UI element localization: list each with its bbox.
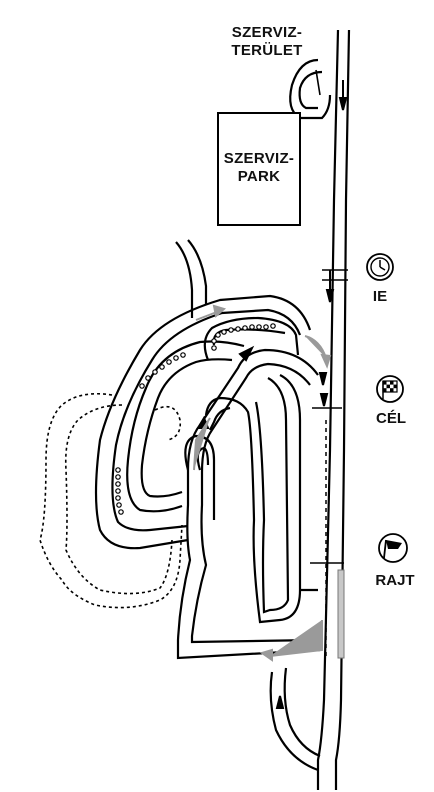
pit-hairpin [184,434,216,520]
dashed-inner-route [64,404,173,595]
flag-icon [378,533,408,563]
clock-icon [366,253,394,281]
time-control-label: IE [372,288,388,305]
service-park-label-line2: PARK [237,168,281,185]
inner-hairpin [126,340,245,513]
main-road [316,29,351,790]
barrier-ticks [310,69,348,564]
infield-loop [176,348,321,660]
service-park-label-line1: SZERVIZ- [223,150,295,167]
service-park-label: SZERVIZ- PARK [218,150,300,186]
entry-road [175,239,208,318]
service-area-label-line2: TERÜLET [231,42,303,59]
service-area-label: SZERVIZ- TERÜLET [226,24,308,60]
dashed-cross-route [154,405,182,441]
direction-arrows-black [196,80,348,709]
finish-label: CÉL [376,410,406,427]
infield-inner [204,374,302,624]
start-label: RAJT [375,572,415,589]
service-park-building [217,112,301,226]
service-area-loop [289,58,332,120]
tyre-barriers [115,323,276,515]
direction-arrows-grey [193,304,332,662]
service-area-label-line1: SZERVIZ- [231,24,303,41]
checkered-flag-icon [376,375,404,403]
start-strip [337,569,345,659]
dashed-alternate-route [39,392,183,609]
outer-hairpin [94,294,312,550]
start-connector [269,588,321,772]
